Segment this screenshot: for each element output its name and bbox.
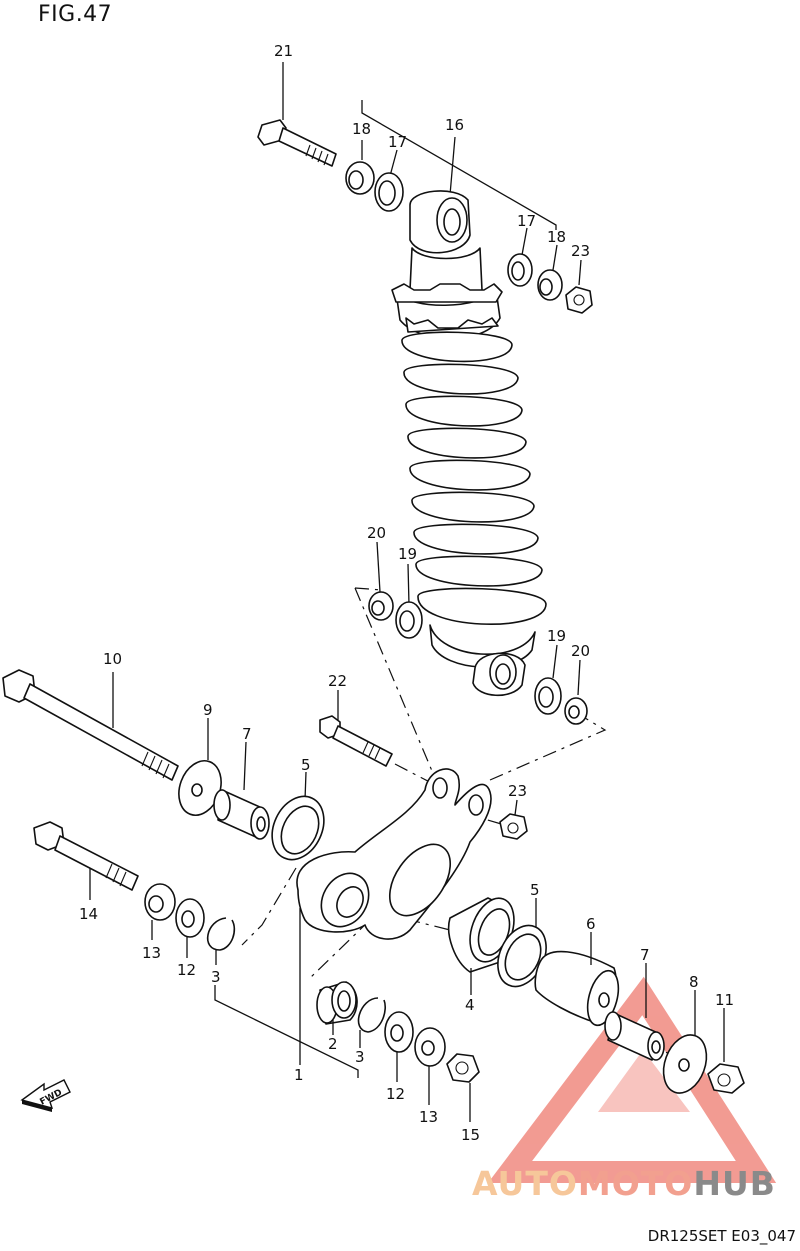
callout-23: 23: [571, 242, 590, 260]
watermark-moto: MOTO: [577, 1164, 694, 1203]
callout-17: 17: [517, 212, 536, 230]
callout-10: 10: [103, 650, 122, 668]
washer-19-left-icon: [395, 601, 423, 639]
callout-15: 15: [461, 1126, 480, 1144]
callout-5: 5: [301, 756, 311, 774]
washer-12-lower-icon: [384, 1011, 414, 1053]
callout-7: 7: [640, 946, 650, 964]
watermark-logo-icon: [487, 976, 777, 1183]
callout-7: 7: [242, 725, 252, 743]
callout-22: 22: [328, 672, 347, 690]
bearing-2-icon: [316, 981, 358, 1025]
seal-5-right-icon: [497, 924, 547, 988]
callout-13: 13: [142, 944, 161, 962]
collar-18-right-icon: [537, 269, 563, 301]
callout-18: 18: [547, 228, 566, 246]
bearing-4-icon: [447, 897, 515, 973]
callout-3: 3: [211, 968, 221, 986]
washer-17-right-icon: [507, 253, 533, 287]
collar-18-top-icon: [345, 161, 375, 195]
snap-ring-3-lower-icon: [357, 997, 386, 1033]
nut-11-icon: [707, 1063, 745, 1094]
collar-20-left-icon: [368, 591, 394, 621]
callout-18: 18: [352, 120, 371, 138]
bolt-10-icon: [2, 669, 179, 781]
washer-8-icon: [662, 1034, 708, 1094]
cushion-lever-1-icon: [296, 768, 492, 940]
collar-13-left-icon: [144, 883, 176, 921]
watermark-hub: HUB: [693, 1164, 776, 1203]
callout-1: 1: [294, 1066, 304, 1084]
collar-13-lower-icon: [414, 1027, 446, 1067]
callout-20: 20: [571, 642, 590, 660]
collar-6-icon: [534, 950, 620, 1027]
callout-23: 23: [508, 782, 527, 800]
washer-17-top-icon: [374, 172, 404, 212]
shock-absorber-16-icon: [391, 190, 547, 697]
callout-14: 14: [79, 905, 98, 923]
callout-20: 20: [367, 524, 386, 542]
watermark-wordmark: AUTOMOTOHUB: [472, 1164, 776, 1203]
callout-8: 8: [689, 973, 699, 991]
fwd-arrow-icon: FWD: [20, 1079, 71, 1112]
bolt-14-icon: [33, 821, 139, 891]
figure-code: DR125SET E03_047: [647, 1227, 796, 1245]
callout-17: 17: [388, 133, 407, 151]
bushing-7-right-icon: [604, 1011, 665, 1061]
washer-9-icon: [178, 760, 222, 816]
callout-labels: 21 18 17 16 17 18 23 20 19 19 20 10 22 9…: [79, 42, 734, 1144]
callout-16: 16: [445, 116, 464, 134]
figure-title: FIG.47: [38, 2, 113, 27]
callout-6: 6: [586, 915, 596, 933]
bolt-22-icon: [319, 715, 393, 767]
bolt-21-icon: [257, 119, 337, 167]
washer-12-left-icon: [175, 898, 205, 938]
washer-19-right-icon: [534, 677, 562, 715]
callout-12: 12: [177, 961, 196, 979]
callout-2: 2: [328, 1035, 338, 1053]
collar-20-right-icon: [564, 697, 588, 725]
seal-5-left-icon: [271, 795, 325, 861]
bushing-7-left-icon: [213, 789, 270, 840]
callout-5: 5: [530, 881, 540, 899]
nut-15-icon: [446, 1053, 480, 1083]
callout-3: 3: [355, 1048, 365, 1066]
callout-13: 13: [419, 1108, 438, 1126]
callout-4: 4: [465, 996, 475, 1014]
callout-19: 19: [398, 545, 417, 563]
callout-9: 9: [203, 701, 213, 719]
callout-12: 12: [386, 1085, 405, 1103]
nut-23-lower-icon: [499, 813, 528, 840]
callout-21: 21: [274, 42, 293, 60]
snap-ring-3-left-icon: [206, 917, 236, 951]
bracket-lines-top: [282, 62, 582, 286]
watermark-auto: AUTO: [472, 1164, 578, 1203]
nut-23-top-icon: [565, 286, 593, 314]
callout-19: 19: [547, 627, 566, 645]
callout-11: 11: [715, 991, 734, 1009]
